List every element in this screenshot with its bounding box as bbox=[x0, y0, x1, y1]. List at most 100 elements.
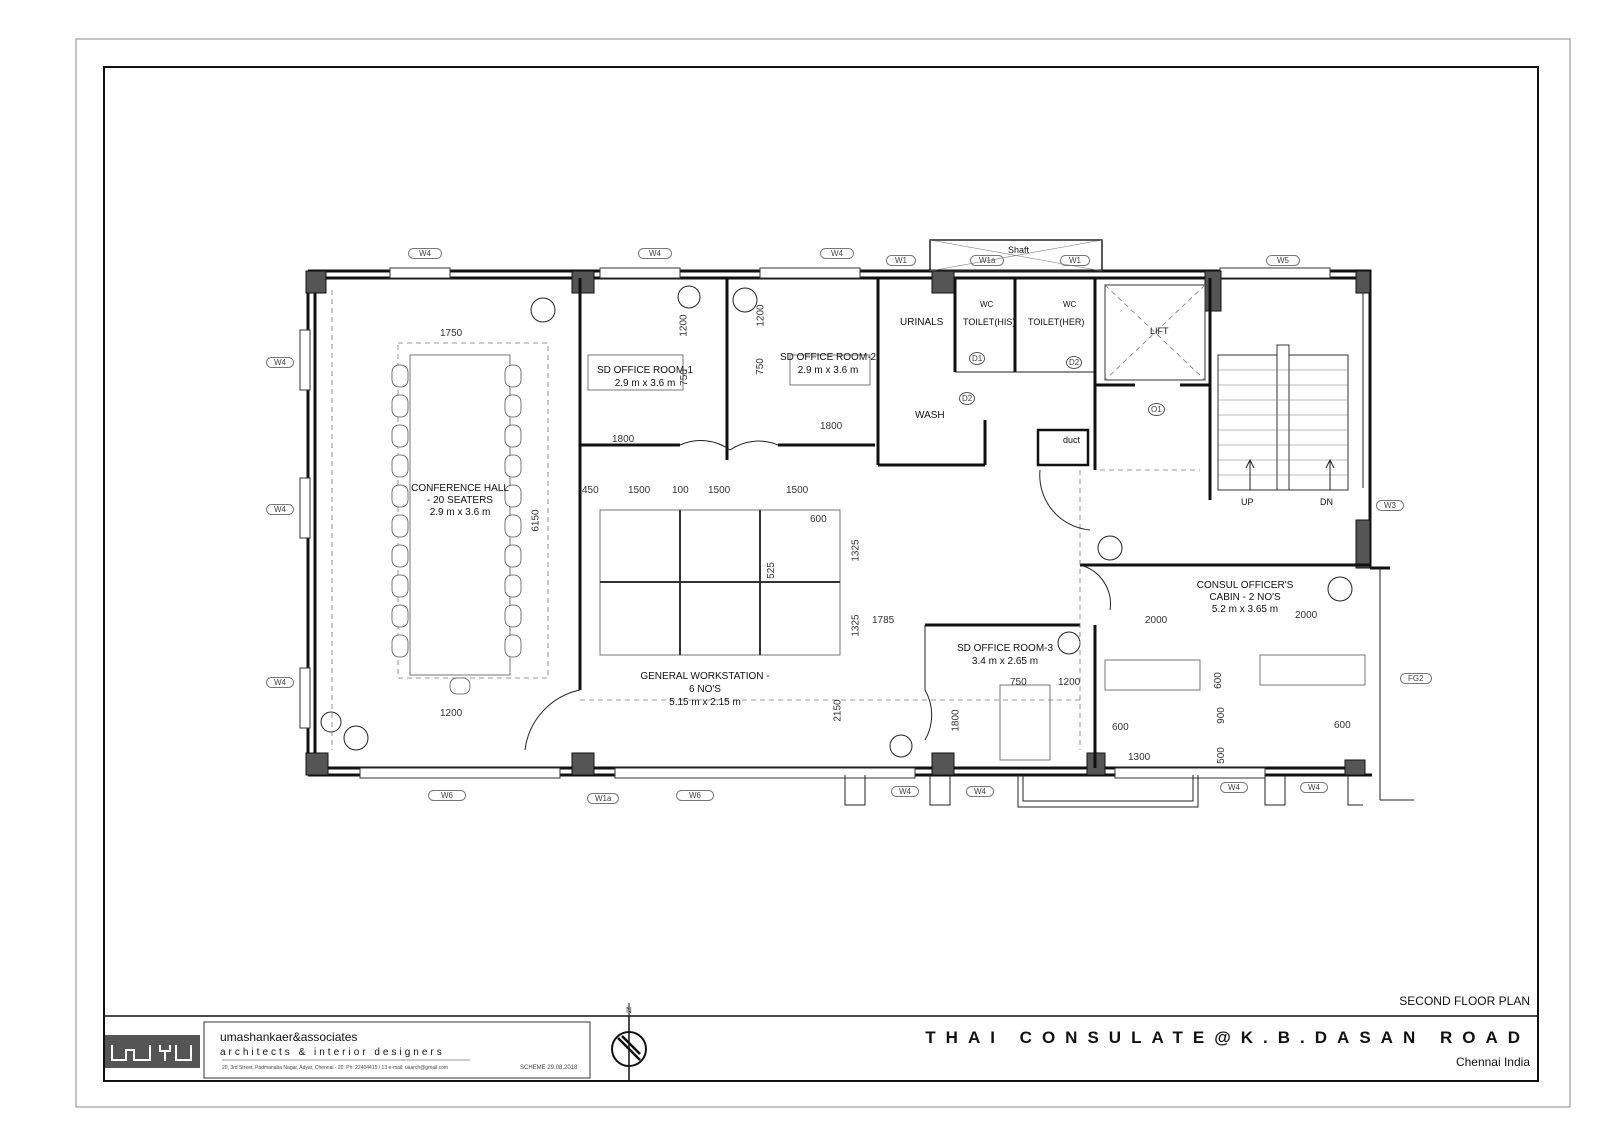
project-title: THAI CONSULATE@K.B.DASAN ROAD bbox=[925, 1028, 1530, 1047]
sheet-outer-border bbox=[75, 38, 1571, 1108]
duct-label: duct bbox=[1063, 435, 1081, 445]
firm-logo bbox=[105, 1035, 200, 1068]
wc-his-label: WC bbox=[980, 300, 994, 309]
dim-ws-600: 600 bbox=[810, 514, 827, 525]
staircase bbox=[1217, 344, 1349, 491]
tag-w1-top: W1 bbox=[886, 255, 916, 266]
dim-ws-1785: 1785 bbox=[872, 615, 895, 626]
dim-co-500: 500 bbox=[1215, 747, 1227, 764]
consul-cabin-label: CONSUL OFFICER'S CABIN - 2 NO'S 5.2 m x … bbox=[1185, 580, 1305, 616]
conference-chair bbox=[504, 634, 522, 658]
north-arrow-icon bbox=[611, 1003, 647, 1075]
conference-chair bbox=[391, 424, 409, 448]
dim-co-600c: 600 bbox=[1334, 720, 1351, 731]
conference-chair bbox=[391, 634, 409, 658]
dim-conf-side: 6150 bbox=[530, 509, 542, 532]
dim-ws-1500b: 1500 bbox=[708, 485, 731, 496]
tag-w6-bottom-2: W6 bbox=[676, 790, 714, 801]
interior-partitions bbox=[578, 278, 1370, 768]
sheet-inner-border bbox=[103, 66, 1539, 1082]
tag-d2b: D2 bbox=[959, 392, 976, 405]
dim-sd2-h: 1800 bbox=[820, 421, 843, 432]
project-location: Chennai India bbox=[1455, 1055, 1530, 1069]
stair-up-label: UP bbox=[1241, 497, 1254, 507]
dim-sd1-h: 1800 bbox=[612, 434, 635, 445]
workstation-size: 5.15 m x 2.15 m bbox=[669, 697, 741, 708]
conference-chair bbox=[504, 484, 522, 508]
consul-count: CABIN - 2 NO'S bbox=[1209, 592, 1281, 603]
toilet-his-label: TOILET(HIS) bbox=[963, 317, 1016, 327]
conference-chair bbox=[391, 484, 409, 508]
dim-sd2-v1: 1200 bbox=[755, 304, 767, 327]
conference-size: 2.9 m x 3.6 m bbox=[429, 507, 491, 518]
tag-w4-bottom-1: W4 bbox=[891, 786, 919, 797]
dim-sd1-v1: 1200 bbox=[678, 314, 690, 337]
dim-ws-450: 450 bbox=[582, 485, 599, 496]
tag-w4-bottom-2: W4 bbox=[966, 786, 994, 797]
tag-d1: D1 bbox=[969, 352, 986, 365]
tag-w4-left-2: W4 bbox=[266, 504, 294, 515]
consul-desk-2 bbox=[1259, 654, 1366, 686]
consul-desk-1 bbox=[1104, 659, 1201, 691]
dim-sd3-750: 750 bbox=[1010, 677, 1027, 688]
consul-size: 5.2 m x 3.65 m bbox=[1211, 604, 1279, 615]
tag-w1a-top: W1a bbox=[970, 255, 1005, 266]
tag-w4-top-3: W4 bbox=[820, 248, 854, 259]
shaft-label: Shaft bbox=[1008, 245, 1030, 255]
consul-name: CONSUL OFFICER'S bbox=[1196, 580, 1294, 591]
sd-office-3-label: SD OFFICE ROOM-3 3.4 m x 2.65 m bbox=[955, 642, 1055, 668]
tag-w1a-bottom: W1a bbox=[587, 793, 620, 804]
door-swings bbox=[524, 440, 1111, 751]
shaft-box bbox=[929, 239, 1103, 272]
sd3-name: SD OFFICE ROOM-3 bbox=[956, 643, 1054, 654]
toilet-her-label: TOILET(HER) bbox=[1028, 317, 1085, 327]
tag-w6-bottom-1: W6 bbox=[428, 790, 466, 801]
tag-fg2-right: FG2 bbox=[1400, 673, 1432, 684]
plant-icons bbox=[320, 285, 1353, 758]
lift-label: LIFT bbox=[1150, 326, 1169, 336]
workstation-label: GENERAL WORKSTATION - 6 NO'S 5.15 m x 2.… bbox=[630, 670, 780, 709]
tag-w1-top-2: W1 bbox=[1060, 255, 1090, 266]
conference-chair bbox=[504, 364, 522, 388]
sd-office-1-label: SD OFFICE ROOM-1 2.9 m x 3.6 m bbox=[595, 364, 695, 390]
firm-box bbox=[203, 1021, 591, 1079]
conference-chair bbox=[504, 424, 522, 448]
tag-w4-left-3: W4 bbox=[266, 677, 294, 688]
dim-sd3-1800: 1800 bbox=[950, 709, 962, 732]
tag-w4-top-2: W4 bbox=[638, 248, 672, 259]
sd2-name: SD OFFICE ROOM-2 bbox=[779, 352, 877, 363]
wash-label: WASH bbox=[915, 410, 945, 421]
stair-down-label: DN bbox=[1320, 497, 1333, 507]
conference-name: CONFERENCE HALL bbox=[411, 483, 509, 494]
wc-her-label: WC bbox=[1063, 300, 1077, 309]
tag-w3-right: W3 bbox=[1376, 500, 1404, 511]
lift-car bbox=[1104, 284, 1206, 381]
workstation-cubicles bbox=[599, 509, 841, 656]
conference-hall-label: CONFERENCE HALL - 20 SEATERS 2.9 m x 3.6… bbox=[405, 483, 515, 519]
dim-ws-1325a: 1325 bbox=[850, 539, 862, 562]
conference-head-chair bbox=[449, 677, 471, 695]
dim-ws-1500c: 1500 bbox=[786, 485, 809, 496]
conference-chair bbox=[504, 514, 522, 538]
firm-name: umashankaer&associates bbox=[220, 1030, 358, 1044]
scheme-date: SCHEME 29.08.2018 bbox=[520, 1065, 578, 1071]
conference-chair bbox=[391, 544, 409, 568]
dim-ws-1325b: 1325 bbox=[850, 614, 862, 637]
sheet-name: SECOND FLOOR PLAN bbox=[1399, 994, 1530, 1008]
sd2-desk bbox=[789, 354, 871, 386]
conference-chairs bbox=[391, 364, 522, 695]
sd-office-2-label: SD OFFICE ROOM-2 2.9 m x 3.6 m bbox=[778, 351, 878, 377]
dim-co-2000a: 2000 bbox=[1145, 615, 1168, 626]
dim-conf-top: 1750 bbox=[440, 328, 463, 339]
sd3-desk bbox=[999, 684, 1051, 761]
dim-ws-525: 525 bbox=[765, 562, 777, 579]
conference-chair bbox=[391, 364, 409, 388]
urinals-label: URINALS bbox=[900, 317, 944, 328]
dim-co-1300: 1300 bbox=[1128, 752, 1151, 763]
conference-chair bbox=[504, 394, 522, 418]
conference-chair bbox=[504, 454, 522, 478]
dim-sd3-1200: 1200 bbox=[1058, 677, 1081, 688]
conference-chair bbox=[391, 514, 409, 538]
dim-sd2-v2: 750 bbox=[754, 358, 766, 375]
